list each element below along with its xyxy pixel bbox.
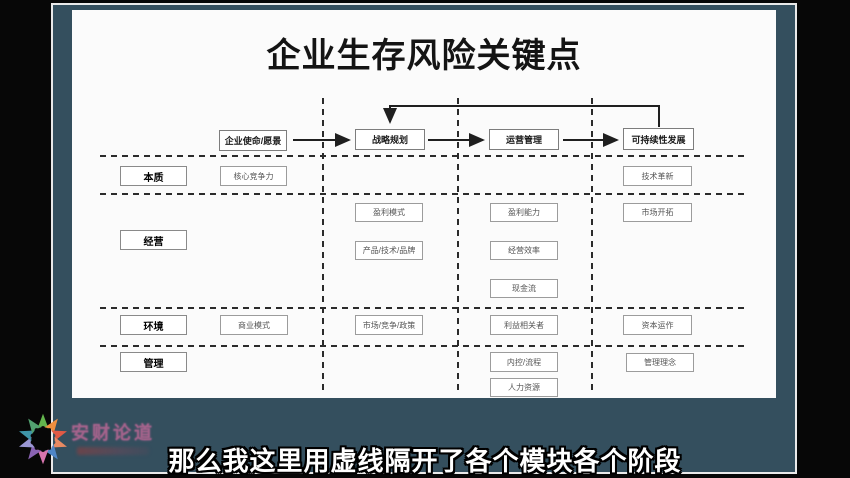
row-label-text: 本质 <box>143 172 164 184</box>
row-label-text: 经营 <box>143 236 164 248</box>
logo-tagline-blur <box>77 447 149 455</box>
factor-box-internal-control-process: 内控/流程 <box>490 352 558 372</box>
factor-box-capital-operation: 资本运作 <box>623 315 692 335</box>
factor-box-label: 管理理念 <box>644 358 676 367</box>
stage-box-mission-vision: 企业使命/愿景 <box>219 130 287 151</box>
stage-box-strategy-planning: 战略规划 <box>355 129 425 150</box>
factor-box-core-competitiveness: 核心竞争力 <box>220 166 287 186</box>
factor-box-label: 盈利能力 <box>508 208 540 217</box>
factor-box-stakeholders: 利益相关者 <box>490 315 558 335</box>
logo-wordmark: 安财论道 <box>71 423 155 443</box>
factor-box-label: 人力资源 <box>508 383 540 392</box>
row-label-business: 经营 <box>120 230 187 250</box>
factor-box-label: 核心竞争力 <box>233 171 274 181</box>
slide-canvas: 企业生存风险关键点 企业使命/愿景 战略规划 运营管理 可持续性发展 本质 经营 <box>72 10 776 398</box>
factor-box-management-philosophy: 管理理念 <box>626 353 694 372</box>
factor-box-human-resources: 人力资源 <box>490 378 558 397</box>
vertical-dashed-divider <box>591 98 593 390</box>
factor-box-profitability: 盈利能力 <box>490 203 558 222</box>
row-label-text: 环境 <box>143 321 164 333</box>
horizontal-dashed-divider <box>100 307 746 309</box>
factor-box-business-model: 商业模式 <box>220 315 288 335</box>
subtitle-caption: 那么我这里用虚线隔开了各个模块各个阶段 <box>168 446 682 476</box>
factor-box-label: 产品/技术/品牌 <box>362 246 416 255</box>
factor-box-tech-innovation: 技术革新 <box>623 166 692 186</box>
factor-box-label: 资本运作 <box>641 320 674 330</box>
row-label-environment: 环境 <box>120 315 187 335</box>
horizontal-dashed-divider <box>100 193 746 195</box>
stage-box-label: 战略规划 <box>371 135 408 145</box>
factor-box-label: 内控/流程 <box>506 357 542 367</box>
factor-box-market-expansion: 市场开拓 <box>623 203 692 222</box>
stage-box-label: 可持续性发展 <box>631 134 686 145</box>
factor-box-market-competition-policy: 市场/竞争/政策 <box>355 315 423 335</box>
row-label-management: 管理 <box>120 352 187 372</box>
factor-box-label: 现金流 <box>512 284 536 293</box>
horizontal-dashed-divider <box>100 345 746 347</box>
factor-box-label: 经营效率 <box>508 246 540 255</box>
factor-box-label: 利益相关者 <box>504 320 544 330</box>
factor-box-label: 市场开拓 <box>641 208 674 217</box>
factor-box-label: 盈利模式 <box>373 208 405 217</box>
factor-box-product-tech-brand: 产品/技术/品牌 <box>355 241 423 260</box>
factor-box-profit-model: 盈利模式 <box>355 203 423 222</box>
row-label-text: 管理 <box>143 358 164 370</box>
stage-box-operations-management: 运营管理 <box>489 129 559 150</box>
factor-box-operating-efficiency: 经营效率 <box>490 241 558 260</box>
factor-box-label: 技术革新 <box>641 171 674 181</box>
factor-box-label: 市场/竞争/政策 <box>362 320 416 330</box>
vertical-dashed-divider <box>322 98 324 390</box>
vertical-dashed-divider <box>457 98 459 390</box>
horizontal-dashed-divider <box>100 155 746 157</box>
pinwheel-logo-icon <box>19 413 67 465</box>
factor-box-cash-flow: 现金流 <box>490 279 558 298</box>
stage-box-label: 运营管理 <box>505 135 542 145</box>
factor-box-label: 商业模式 <box>238 320 270 330</box>
stage-box-label: 企业使命/愿景 <box>224 136 282 146</box>
row-label-essence: 本质 <box>120 166 187 186</box>
stage-box-sustainable-development: 可持续性发展 <box>623 128 694 150</box>
slide-title: 企业生存风险关键点 <box>266 37 582 75</box>
